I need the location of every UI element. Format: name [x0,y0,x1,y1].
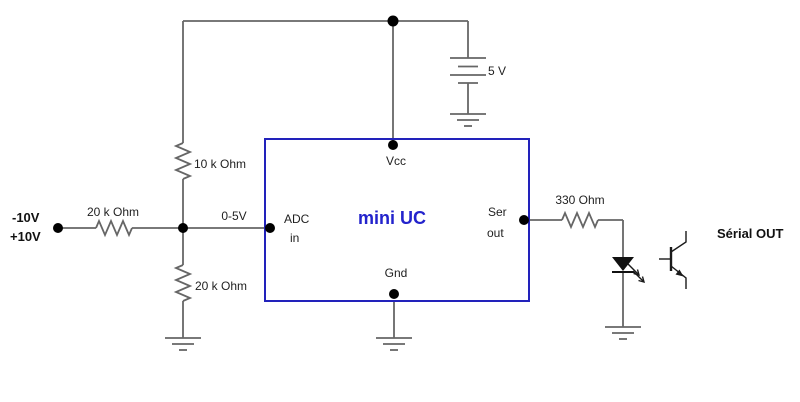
mcu-pin-ser-out-label: out [487,226,504,240]
battery-icon [450,57,486,84]
adc-pin-dot [265,223,275,233]
junction-dots [53,15,529,299]
signal-range-label: 0-5V [221,209,246,223]
resistor-20k-input-label: 20 k Ohm [87,205,139,219]
input-terminal-dot [53,223,63,233]
led-icon [612,257,645,283]
mcu-pin-gnd-label: Gnd [385,266,408,280]
resistor-10k-pullup-icon [173,142,193,180]
ser-pin-dot [519,215,529,225]
divider-ground-icon [165,337,201,351]
labels: -10V +10V 20 k Ohm 10 k Ohm 20 k Ohm 0-5… [10,64,784,293]
vcc-rail-junction-dot [387,15,399,27]
gnd-pin-dot [389,289,399,299]
mcu-pin-adc-in-label: in [290,231,299,245]
resistor-10k-pullup-label: 10 k Ohm [194,157,246,171]
mcu-pin-vcc-label: Vcc [386,154,406,168]
resistor-20k-pulldown-label: 20 k Ohm [195,279,247,293]
mcu-title: mini UC [358,208,426,228]
battery-voltage-label: 5 V [488,64,506,78]
resistor-330-label: 330 Ohm [555,193,604,207]
divider-junction-dot [178,223,188,233]
resistor-20k-input-icon [95,218,133,238]
led-light-arrows-icon [627,263,645,283]
resistor-330-icon [561,210,599,230]
serial-out-label: Sérial OUT [717,226,784,241]
led-ground-icon [605,326,641,340]
mcu-ground-icon [376,337,412,351]
mcu-pin-adc-label: ADC [284,212,310,226]
battery-ground-icon [450,113,486,127]
input-pos-label: +10V [10,229,41,244]
mcu-pin-ser-label: Ser [488,205,507,219]
resistor-20k-pulldown-icon [173,264,193,302]
phototransistor-icon [659,231,687,289]
input-neg-label: -10V [12,210,40,225]
wires [58,20,624,338]
vcc-pin-dot [388,140,398,150]
